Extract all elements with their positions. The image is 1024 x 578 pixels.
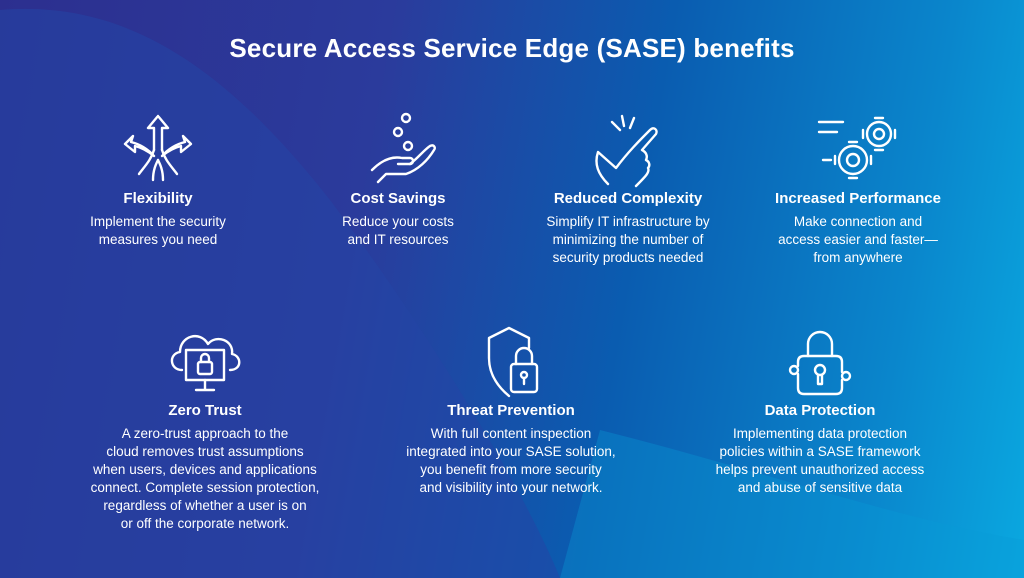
benefit-title: Zero Trust [168,402,242,419]
snap-fingers-icon [518,110,738,190]
benefit-title: Data Protection [764,402,876,419]
shield-lock-icon [376,322,646,402]
benefit-title: Threat Prevention [447,402,575,419]
benefit-threat-prevention: Threat Prevention With full content insp… [376,322,646,497]
benefit-title: Reduced Complexity [553,190,703,207]
page-title: Secure Access Service Edge (SASE) benefi… [229,33,795,63]
branching-arrows-icon [58,110,258,190]
benefit-title: Cost Savings [350,190,446,207]
benefit-title: Increased Performance [775,190,941,207]
gears-icon [748,110,968,190]
benefit-increased-performance: Increased Performance Make connection an… [748,110,968,267]
cloud-monitor-lock-icon [60,322,350,402]
benefit-reduced-complexity: Reduced Complexity Simplify IT infrastru… [518,110,738,267]
coins-hand-icon [298,110,498,190]
benefit-data-protection: Data Protection Implementing data protec… [690,322,950,497]
benefit-title: Flexibility [123,190,193,207]
padlock-network-icon [690,322,950,402]
